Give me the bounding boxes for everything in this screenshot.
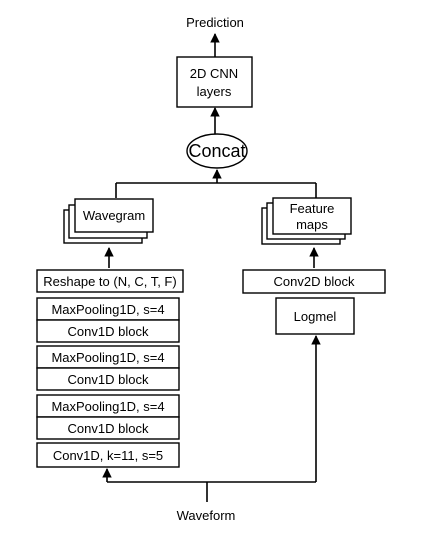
waveform-label: Waveform xyxy=(177,508,236,523)
concat-node: Concat xyxy=(186,133,248,169)
pool-label-1: MaxPooling1D, s=4 xyxy=(51,302,164,317)
reshape-label: Reshape to (N, C, T, F) xyxy=(43,274,176,289)
wave-block-1: MaxPooling1D, s=4 Conv1D block xyxy=(36,297,180,343)
wavegram-stack: Wavegram xyxy=(63,198,154,244)
conv-label-3: Conv1D block xyxy=(68,421,149,436)
logmel-label: Logmel xyxy=(294,309,337,324)
wave-block-2: MaxPooling1D, s=4 Conv1D block xyxy=(36,345,180,391)
feature-maps-stack: Feature maps xyxy=(261,197,352,245)
concat-label: Concat xyxy=(188,141,245,161)
prediction-label: Prediction xyxy=(186,15,244,30)
first-conv-box: Conv1D, k=11, s=5 xyxy=(36,442,180,468)
cnn-label-line1: 2D CNN xyxy=(190,66,238,81)
reshape-box: Reshape to (N, C, T, F) xyxy=(36,269,184,293)
wave-block-3: MaxPooling1D, s=4 Conv1D block xyxy=(36,394,180,440)
conv2d-label: Conv2D block xyxy=(274,274,355,289)
wavegram-label: Wavegram xyxy=(83,208,145,223)
conv-label-2: Conv1D block xyxy=(68,372,149,387)
pool-label-2: MaxPooling1D, s=4 xyxy=(51,350,164,365)
logmel-box: Logmel xyxy=(275,297,355,335)
pool-label-3: MaxPooling1D, s=4 xyxy=(51,399,164,414)
conv2d-box: Conv2D block xyxy=(242,269,386,294)
first-conv-label: Conv1D, k=11, s=5 xyxy=(53,448,163,463)
feature-label-line1: Feature xyxy=(290,201,335,216)
feature-label-line2: maps xyxy=(296,217,328,232)
cnn-label-line2: layers xyxy=(197,84,232,99)
cnn-layers-box: 2D CNN layers xyxy=(176,56,253,108)
conv-label-1: Conv1D block xyxy=(68,324,149,339)
